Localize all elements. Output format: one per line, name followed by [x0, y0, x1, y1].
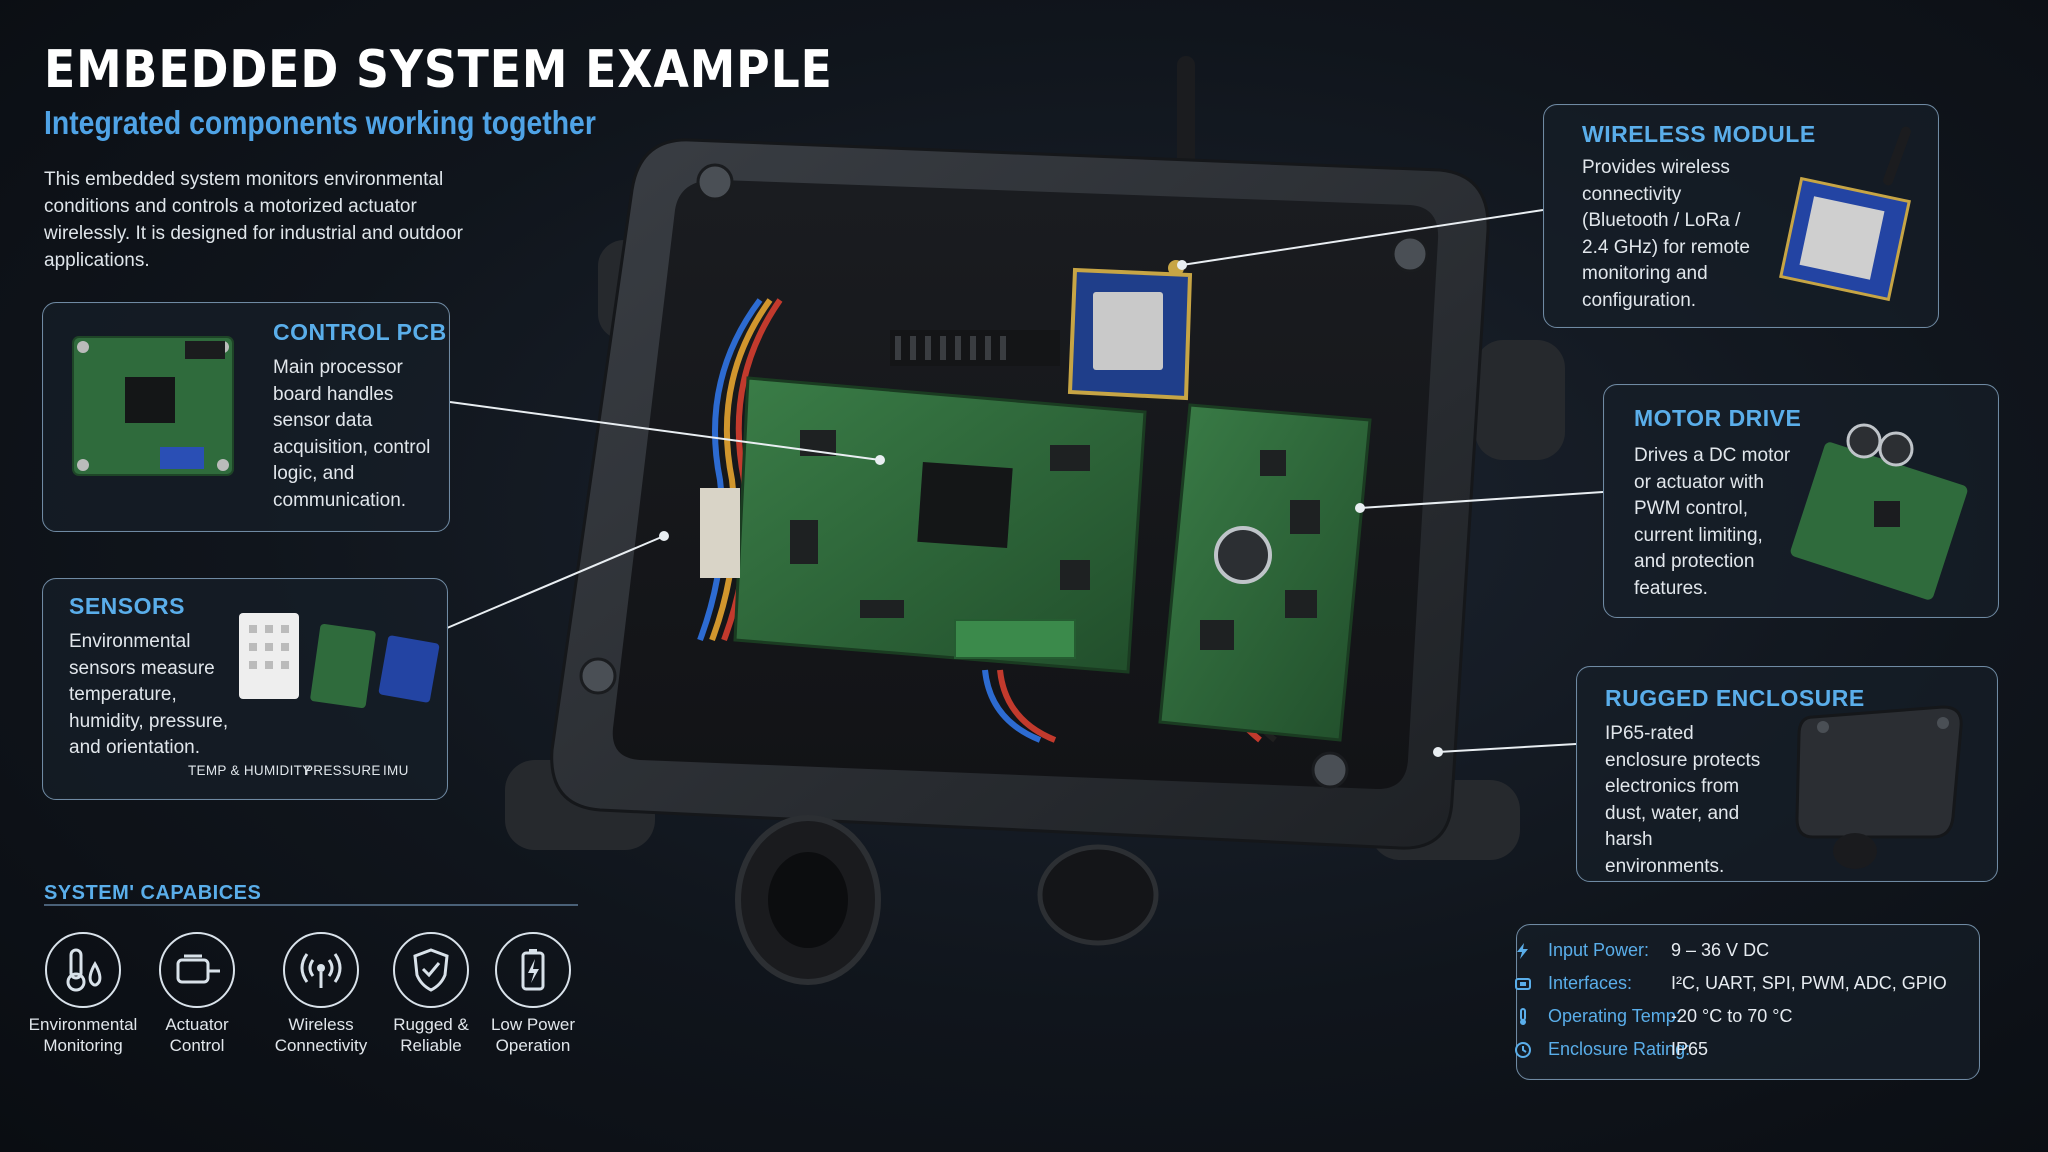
spec-key: Enclosure Rating:: [1548, 1039, 1691, 1059]
wireless-module-thumbnail: [1779, 126, 1911, 302]
spec-key: Operating Temp:: [1548, 1006, 1681, 1026]
rugged-enclosure-title: RUGGED ENCLOSURE: [1605, 685, 1865, 711]
rugged-enclosure-card: RUGGED ENCLOSURE IP65-rated enclosure pr…: [1576, 666, 1998, 882]
callout-lines: [446, 209, 1604, 757]
sensor-label-imu: IMU: [383, 763, 409, 778]
motor-drive-card: MOTOR DRIVE Drives a DC motor or actuato…: [1603, 384, 1999, 618]
capability-environmental: Environmental Monitoring: [28, 932, 138, 1056]
spec-row-interfaces: Interfaces: I²C, UART, SPI, PWM, ADC, GP…: [1515, 973, 1947, 994]
control-pcb-thumbnail: [72, 336, 234, 476]
capabilities-title: SYSTEM' CAPABICES: [44, 882, 262, 904]
capability-wireless: Wireless Connectivity: [266, 932, 376, 1056]
capabilities-divider: [44, 904, 578, 906]
intro-text: This embedded system monitors environmen…: [44, 169, 463, 271]
capability-low-power: Low Power Operation: [478, 932, 588, 1056]
motor-drive-title: MOTOR DRIVE: [1634, 405, 1802, 431]
sensor-thumbnails: [239, 613, 440, 708]
sensors-card: SENSORS Environmental sensors measure te…: [42, 578, 448, 800]
control-pcb-body: Main processor board handles sensor data…: [273, 357, 431, 511]
motor-drive-thumbnail: [1790, 423, 1968, 600]
sensor-label-pressure: PRESSURE: [304, 763, 381, 778]
spec-row-input-power: Input Power: 9 – 36 V DC: [1517, 940, 1770, 961]
battery-icon: [495, 932, 571, 1008]
page-subtitle: Integrated components working together: [44, 104, 596, 141]
rugged-enclosure-body: IP65-rated enclosure protects electronic…: [1605, 723, 1761, 877]
spec-key: Interfaces:: [1548, 973, 1633, 993]
control-pcb-title: CONTROL PCB: [273, 319, 447, 345]
main-mcu-chip: [917, 461, 1013, 549]
thermometer-drop-icon: [45, 932, 121, 1008]
terminal-block: [954, 619, 1076, 659]
capability-label: Wireless Connectivity: [274, 1015, 368, 1055]
shield-icon: [393, 932, 469, 1008]
spec-value: 9 – 36 V DC: [1671, 940, 1770, 960]
wireless-shield-can: [1093, 292, 1163, 370]
spec-value: IP65: [1671, 1039, 1709, 1059]
rugged-enclosure-thumbnail: [1795, 705, 1963, 869]
sensors-title: SENSORS: [69, 593, 185, 619]
spec-value: -20 °C to 70 °C: [1671, 1006, 1793, 1026]
wireless-antenna-icon: [283, 932, 359, 1008]
clock-icon: [1515, 1042, 1531, 1058]
pressure-sensor-icon: [310, 624, 376, 708]
motor-icon: [159, 932, 235, 1008]
spec-key: Input Power:: [1548, 940, 1650, 960]
sensors-body: Environmental sensors measure temperatur…: [69, 631, 229, 758]
flange-right: [1475, 340, 1565, 460]
capability-actuator: Actuator Control: [142, 932, 252, 1056]
specs-card: [1516, 924, 1980, 1080]
capability-label: Rugged & Reliable: [393, 1015, 469, 1055]
spec-row-operating-temp: Operating Temp: -20 °C to 70 °C: [1520, 1006, 1793, 1027]
wireless-module-card: WIRELESS MODULE Provides wireless connec…: [1543, 104, 1939, 328]
motor-components: [1200, 450, 1320, 650]
capability-label: Actuator Control: [165, 1015, 229, 1055]
interface-chip-icon: [1515, 978, 1531, 990]
wireless-module-body: Provides wireless connectivity (Bluetoot…: [1582, 157, 1750, 311]
control-pcb-card: CONTROL PCB Main processor board handles…: [42, 302, 450, 532]
header-pins: [895, 336, 1006, 360]
capability-rugged: Rugged & Reliable: [376, 932, 486, 1056]
page-title: EMBEDDED SYSTEM EXAMPLE: [44, 40, 833, 100]
temp-humidity-sensor-icon: [239, 613, 299, 699]
cable-gland: [735, 815, 1159, 985]
capacitor: [1214, 526, 1272, 584]
pcb-components: [790, 430, 1090, 618]
imu-sensor-icon: [378, 635, 440, 703]
spec-row-enclosure-rating: Enclosure Rating: IP65: [1515, 1039, 1709, 1060]
capability-label: Environmental Monitoring: [28, 1015, 138, 1055]
spec-value: I²C, UART, SPI, PWM, ADC, GPIO: [1671, 973, 1947, 993]
capability-label: Low Power Operation: [490, 1015, 576, 1055]
sensor-label-temp-humidity: TEMP & HUMIDITY: [188, 763, 312, 778]
lightning-icon: [1517, 943, 1528, 959]
white-connector: [700, 488, 740, 578]
corner-screws: [579, 163, 1429, 789]
motor-drive-body: Drives a DC motor or actuator with PWM c…: [1634, 445, 1791, 599]
wireless-module-title: WIRELESS MODULE: [1582, 121, 1816, 147]
thermometer-icon: [1520, 1008, 1526, 1025]
